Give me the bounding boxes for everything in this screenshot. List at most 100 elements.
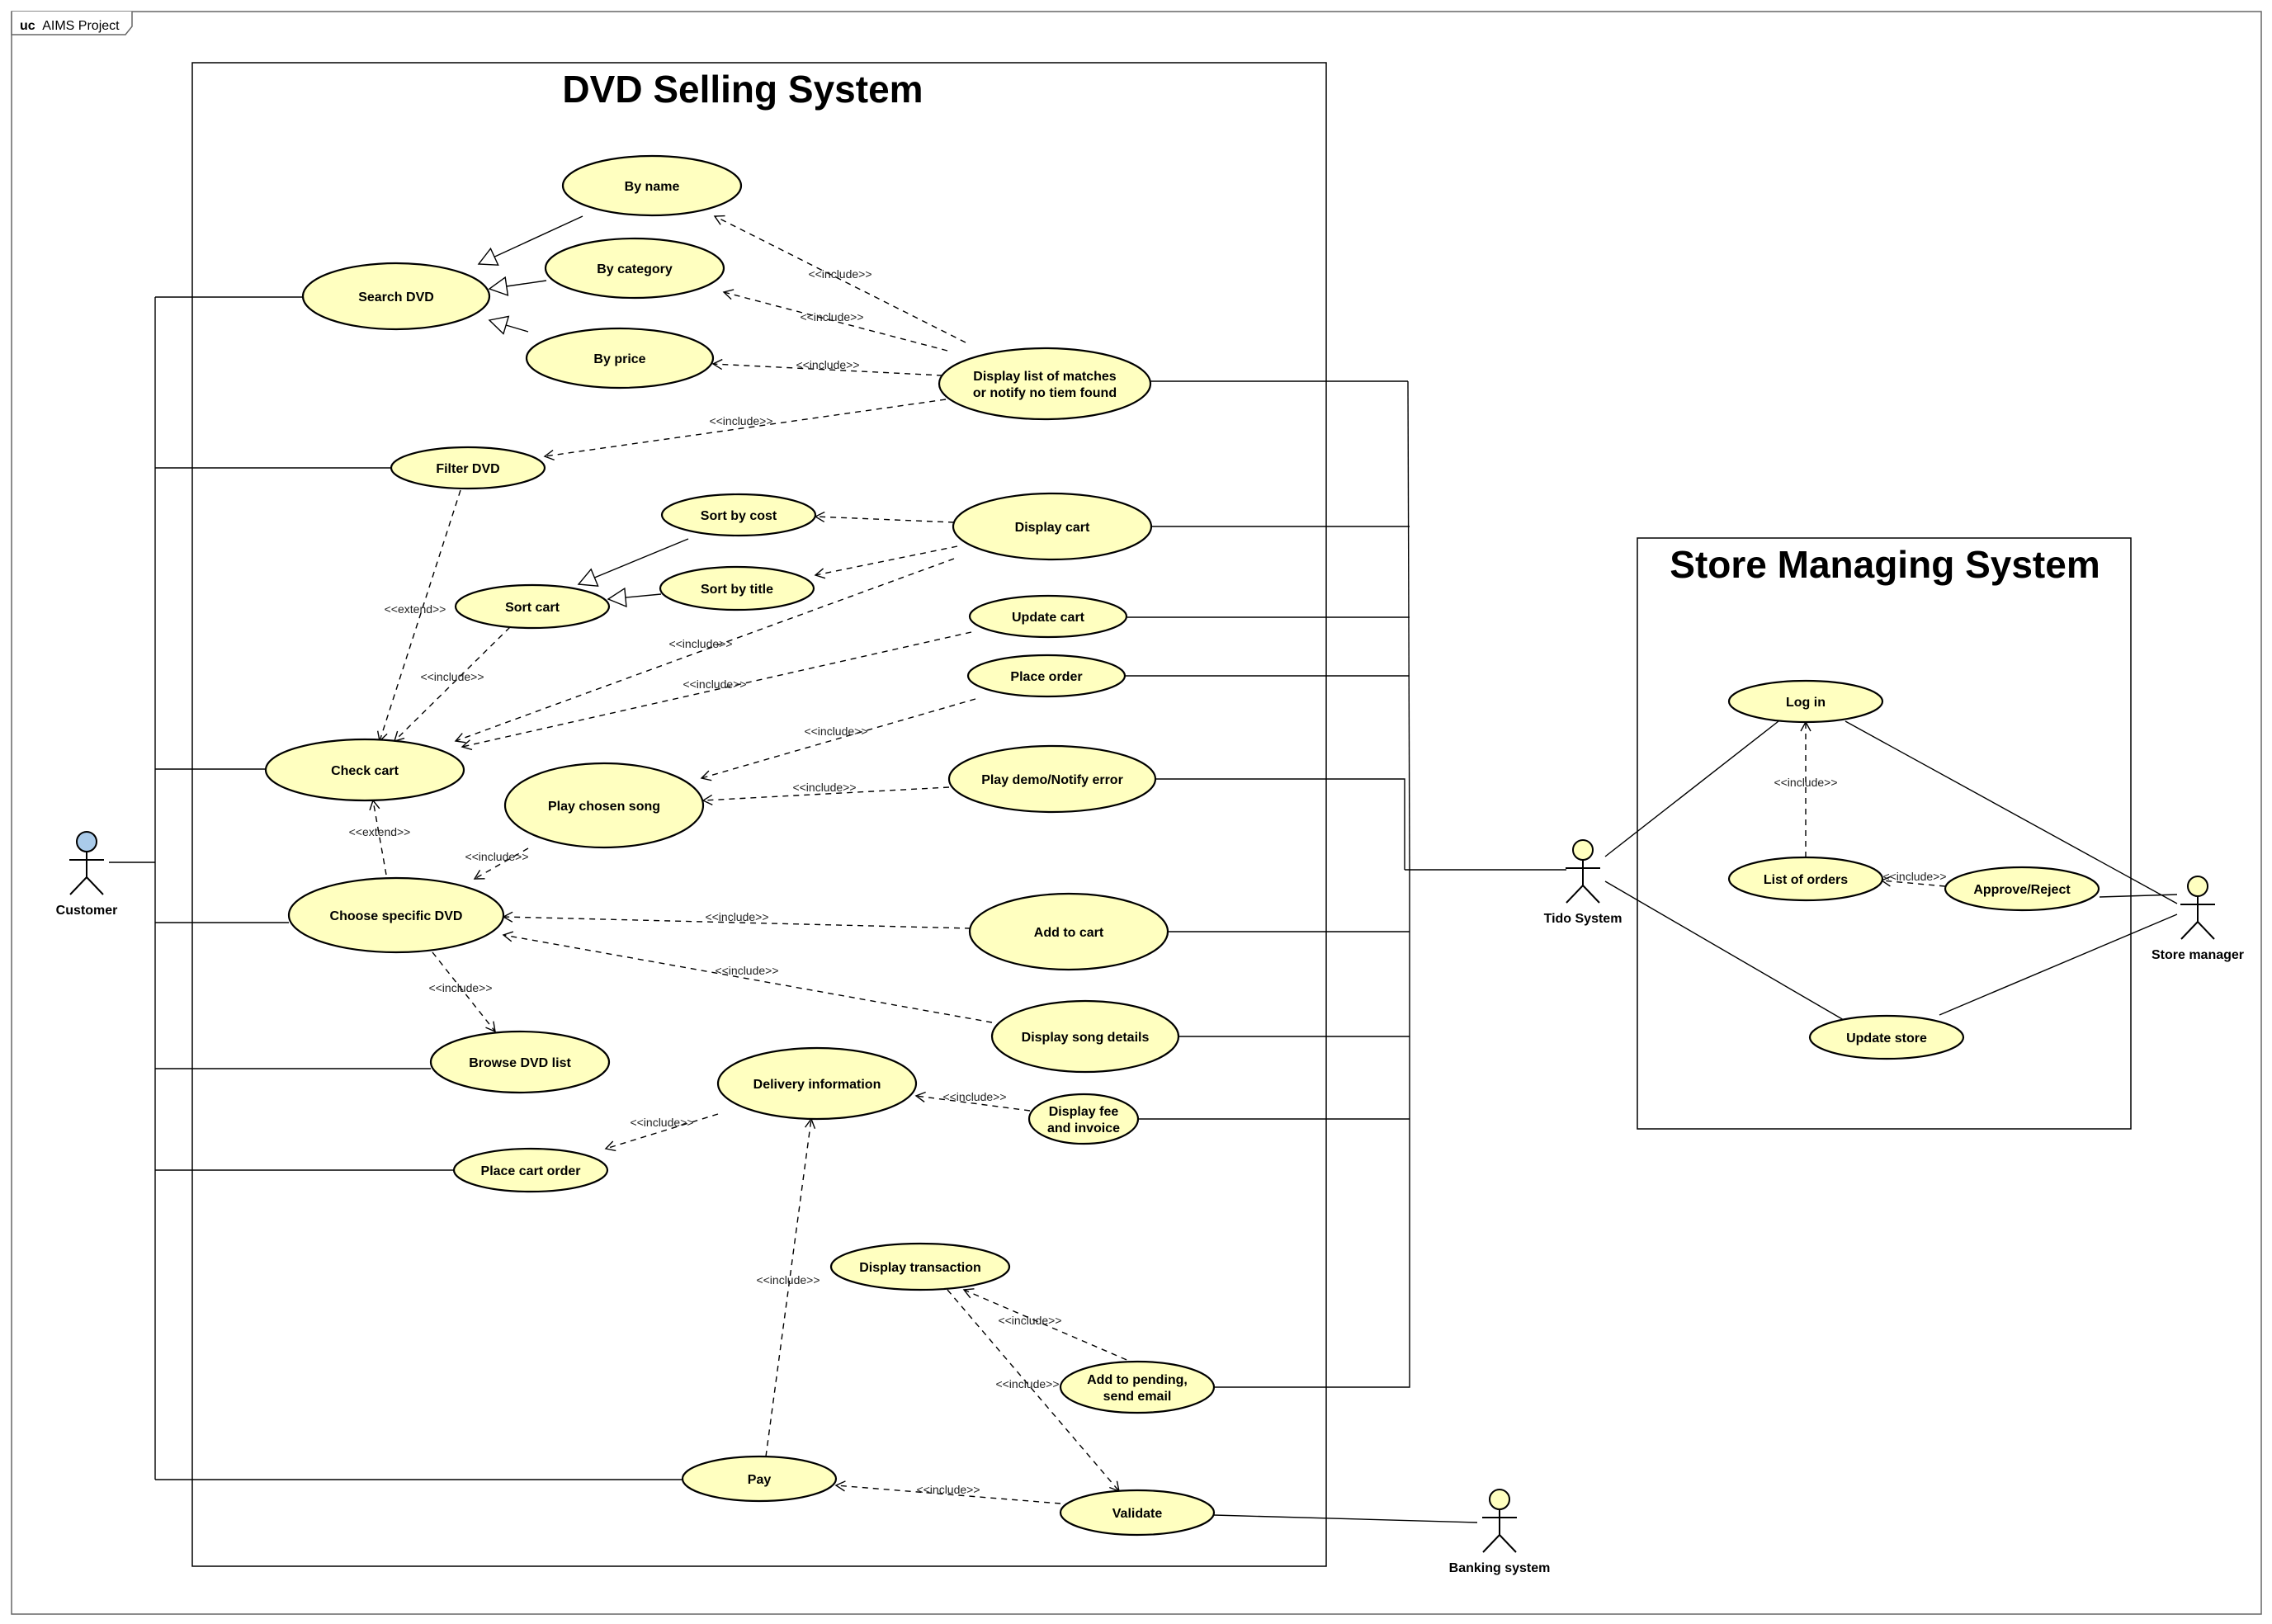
use-case-play-demo[interactable]: Play demo/Notify error — [947, 744, 1157, 814]
actor-manager[interactable]: Store manager — [2152, 876, 2244, 962]
use-case-display-transaction[interactable]: Display transaction — [829, 1242, 1011, 1291]
use-case-list-orders[interactable]: List of orders — [1727, 856, 1884, 902]
extend-dependency-line — [369, 799, 387, 876]
include-stereotype-label: <<include>> — [1882, 870, 1946, 883]
use-case-ellipse — [503, 762, 705, 849]
use-case-ellipse — [454, 583, 611, 630]
actor-banking[interactable]: Banking system — [1449, 1489, 1551, 1575]
diagram-frame: uc AIMS Project — [11, 11, 2262, 1615]
use-case-sort-cart[interactable]: Sort cart — [454, 583, 611, 630]
store-managing-system-boundary — [1637, 537, 2132, 1130]
use-case-sort-by-title[interactable]: Sort by title — [659, 565, 815, 611]
use-case-add-to-cart[interactable]: Add to cart — [968, 892, 1169, 971]
include-stereotype-label: <<include>> — [916, 1483, 980, 1496]
extend-dependency-line — [376, 489, 461, 743]
association-line — [1845, 720, 2178, 904]
include-stereotype-label: <<include>> — [683, 677, 746, 691]
use-case-label: Update store — [1846, 1032, 1927, 1046]
include-dependency-line — [393, 626, 511, 743]
include-dependency-line — [502, 911, 971, 929]
actor-label: Customer — [56, 904, 118, 918]
use-case-check-cart[interactable]: Check cart — [264, 738, 465, 802]
use-case-update-cart[interactable]: Update cart — [968, 594, 1128, 639]
include-stereotype-label: <<include>> — [1774, 776, 1837, 789]
use-case-ellipse — [947, 744, 1157, 814]
use-case-by-category[interactable]: By category — [544, 237, 725, 300]
use-case-browse-dvd-list[interactable]: Browse DVD list — [429, 1030, 611, 1094]
use-case-label: Display cart — [1015, 521, 1090, 535]
use-case-display-fee[interactable]: Display fee and invoice — [1027, 1093, 1140, 1145]
use-case-ellipse — [968, 892, 1169, 971]
include-stereotype-label: <<include>> — [942, 1090, 1006, 1103]
use-case-ellipse — [966, 654, 1127, 698]
use-case-ellipse — [1944, 866, 2100, 912]
include-dependency-line — [543, 399, 947, 461]
use-case-place-cart-order[interactable]: Place cart order — [452, 1147, 609, 1193]
store-managing-system-title: Store Managing System — [1670, 543, 2100, 586]
use-case-label: Display fee — [1049, 1105, 1119, 1119]
use-case-add-pending[interactable]: Add to pending,send email — [1059, 1360, 1216, 1414]
generalization-line — [579, 538, 689, 584]
include-dependency-line — [834, 1480, 1061, 1504]
use-case-label: List of orders — [1764, 873, 1848, 887]
use-case-label: Sort cart — [505, 601, 560, 615]
include-stereotype-label: <<include>> — [428, 981, 492, 994]
include-dependency-line — [962, 1288, 1137, 1365]
use-case-label: Play chosen song — [548, 800, 660, 814]
use-case-label: Pay — [748, 1473, 772, 1487]
use-case-display-list[interactable]: Display list of matches or notify no tiem… — [938, 347, 1152, 421]
use-case-ellipse — [952, 492, 1153, 561]
include-dependency-line — [713, 215, 966, 343]
use-case-label: and invoice — [1047, 1121, 1120, 1135]
use-case-approve-reject[interactable]: Approve/Reject — [1944, 866, 2100, 912]
actor-label: Banking system — [1449, 1561, 1551, 1575]
use-case-by-price[interactable]: By price — [525, 327, 715, 389]
actor-tido[interactable]: Tido System — [1544, 839, 1623, 926]
use-case-display-song-details[interactable]: Display song details — [990, 999, 1180, 1074]
use-case-place-order[interactable]: Place order — [966, 654, 1127, 698]
use-case-choose-dvd[interactable]: Choose specific DVD — [287, 876, 505, 954]
use-case-ellipse — [1059, 1360, 1216, 1414]
relationships — [109, 215, 2178, 1523]
use-case-label: or notify no tiem found — [973, 386, 1117, 400]
include-stereotype-label: <<include>> — [995, 1377, 1059, 1390]
use-case-log-in[interactable]: Log in — [1727, 679, 1884, 724]
use-case-pay[interactable]: Pay — [681, 1455, 838, 1503]
use-case-ellipse — [716, 1046, 918, 1121]
use-case-ellipse — [659, 565, 815, 611]
use-case-play-chosen-song[interactable]: Play chosen song — [503, 762, 705, 849]
use-case-ellipse — [1808, 1014, 1965, 1060]
tido-association-line — [1155, 778, 1405, 870]
use-case-update-store[interactable]: Update store — [1808, 1014, 1965, 1060]
use-case-by-name[interactable]: By name — [561, 154, 743, 217]
use-case-display-cart[interactable]: Display cart — [952, 492, 1153, 561]
use-case-ellipse — [287, 876, 505, 954]
use-case-label: Add to cart — [1034, 926, 1104, 940]
include-stereotype-label: <<include>> — [630, 1116, 693, 1129]
include-stereotype-label: <<include>> — [796, 358, 859, 371]
use-case-ellipse — [1727, 856, 1884, 902]
use-case-validate[interactable]: Validate — [1059, 1489, 1216, 1537]
use-case-label: Delivery information — [753, 1078, 881, 1092]
include-stereotype-label: <<include>> — [756, 1273, 820, 1286]
use-case-ellipse — [264, 738, 465, 802]
include-dependency-line — [814, 545, 958, 579]
use-case-sort-by-cost[interactable]: Sort by cost — [660, 493, 817, 537]
use-case-label: Log in — [1786, 696, 1826, 710]
use-case-label: By price — [593, 352, 645, 366]
use-case-label: Display list of matches — [973, 370, 1116, 384]
frame-keyword: uc — [20, 19, 35, 33]
use-case-search-dvd[interactable]: Search DVD — [301, 262, 491, 331]
dvd-selling-system-title: DVD Selling System — [562, 68, 923, 111]
actor-customer[interactable]: Customer — [56, 831, 118, 918]
use-case-label: Display song details — [1022, 1031, 1150, 1045]
use-case-filter-dvd[interactable]: Filter DVD — [390, 446, 546, 490]
association-line — [2099, 894, 2178, 898]
generalization-line — [489, 320, 529, 332]
include-stereotype-label: <<include>> — [420, 670, 484, 683]
generalization-line — [608, 594, 662, 599]
use-case-delivery-info[interactable]: Delivery information — [716, 1046, 918, 1121]
association-line — [1213, 1514, 1478, 1523]
